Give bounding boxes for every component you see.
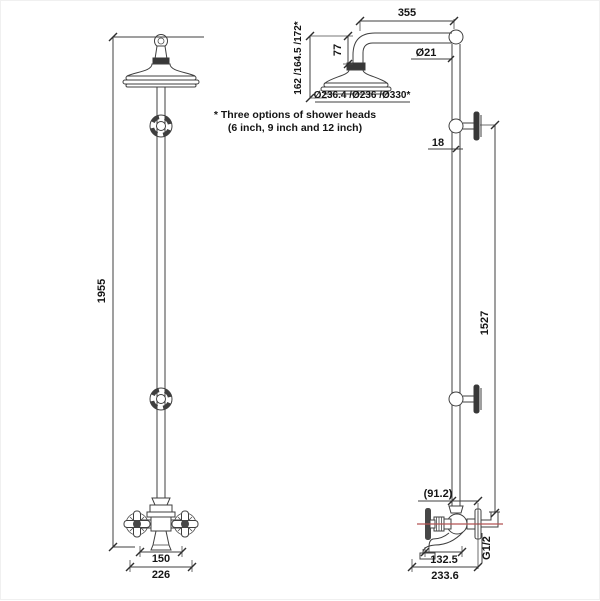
dim-overall-height-label: 1955 xyxy=(96,279,108,303)
note: * Three options of shower heads (6 inch,… xyxy=(214,109,376,134)
side-wall-bracket-upper xyxy=(448,111,482,141)
dim-bracket-offset: 18 xyxy=(428,137,463,153)
dim-arm-reach: 355 xyxy=(355,7,459,31)
dim-valve-width-label: 226 xyxy=(152,569,170,581)
side-head-brim-1 xyxy=(323,82,389,88)
front-view xyxy=(122,34,200,551)
side-spout-outer xyxy=(422,531,464,554)
dim-overall-depth: 233.6 xyxy=(407,559,483,582)
dim-arm-drop: 77 xyxy=(310,31,353,69)
front-head-brim-3 xyxy=(125,83,197,88)
dim-riser-length: 1527 xyxy=(479,120,500,518)
dim-head-height-options-label: 162 /164.5 /172* xyxy=(293,21,304,95)
dim-handle-centers: 150 xyxy=(135,546,187,565)
front-ornament-knob-inner xyxy=(157,37,165,45)
dim-riser-diameter-label: Ø21 xyxy=(416,47,437,59)
side-shower-arm-inner xyxy=(362,42,452,63)
dim-overall-height: 1955 xyxy=(96,32,204,552)
side-valve-nut xyxy=(448,505,464,514)
front-wall-bracket-lower xyxy=(149,387,173,411)
note-line2: (6 inch, 9 inch and 12 inch) xyxy=(228,122,362,134)
dim-arm-drop-label: 77 xyxy=(332,44,344,56)
dim-thread-label: G1/2 xyxy=(481,536,493,560)
side-shower-head-bell xyxy=(323,69,389,84)
dim-valve-depth-label: (91.2) xyxy=(424,488,453,500)
front-wall-bracket-upper xyxy=(149,114,173,138)
front-valve-assembly xyxy=(123,497,199,551)
dim-spout-reach-label: 132.5 xyxy=(430,554,458,566)
dim-spout-reach: 132.5 xyxy=(420,546,467,566)
side-head-brim-3 xyxy=(323,90,389,95)
side-wall-pipe-top xyxy=(481,512,492,521)
front-dimensions: 1955 150 226 xyxy=(96,32,204,581)
side-riser-top-ball xyxy=(448,29,464,45)
side-shower-arm-outer xyxy=(352,32,452,63)
side-spout-outlet xyxy=(419,552,436,560)
front-valve-nut xyxy=(151,497,171,506)
dim-head-height-options: 162 /164.5 /172* xyxy=(293,21,327,103)
dim-riser-diameter: Ø21 xyxy=(411,47,455,63)
dim-valve-width: 226 xyxy=(125,560,197,581)
dim-overall-depth-label: 233.6 xyxy=(431,570,459,582)
front-head-brim-1 xyxy=(125,75,197,81)
note-line1: * Three options of shower heads xyxy=(214,109,376,121)
front-right-cross-handle xyxy=(171,510,199,538)
dim-arm-reach-label: 355 xyxy=(398,7,416,19)
front-shower-head-bell xyxy=(126,63,196,77)
front-spout xyxy=(150,530,172,551)
front-ornament-stem xyxy=(154,45,168,60)
front-head-collar xyxy=(152,57,170,65)
side-wall-bracket-lower xyxy=(448,384,482,414)
front-left-cross-handle xyxy=(123,510,151,538)
dim-bracket-offset-label: 18 xyxy=(432,137,444,149)
dim-head-diameter-options: Ø236.4 /Ø236 /Ø330* xyxy=(314,90,411,103)
front-head-brim-2 xyxy=(122,79,200,85)
side-valve-assembly xyxy=(417,505,503,560)
side-wall-pipe-bottom xyxy=(481,512,499,528)
side-dimensions: 355 77 162 /164.5 /172* Ø21 Ø236.4 /Ø23 xyxy=(293,7,500,582)
dim-head-diameter-options-label: Ø236.4 /Ø236 /Ø330* xyxy=(314,90,411,101)
dim-valve-depth: (91.2) xyxy=(418,488,483,569)
side-view xyxy=(320,29,503,560)
dim-thread: G1/2 xyxy=(481,533,493,563)
side-spout-inner xyxy=(428,532,450,548)
dim-handle-centers-label: 150 xyxy=(152,553,170,565)
dim-riser-length-label: 1527 xyxy=(479,311,491,335)
